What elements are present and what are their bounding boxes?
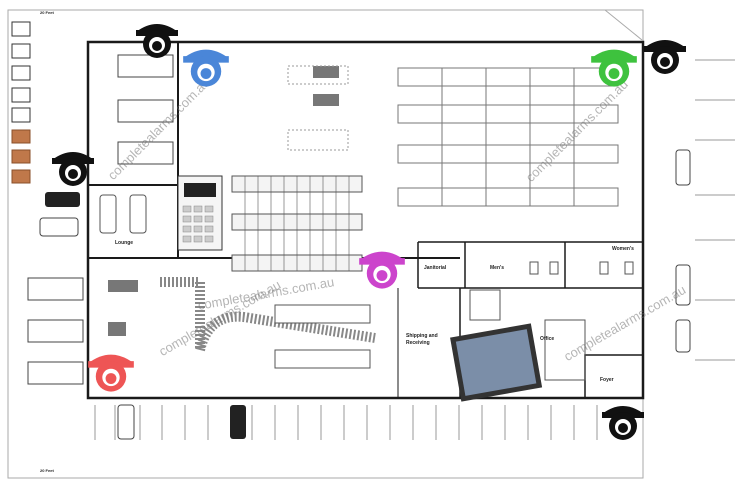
camera-dome-icon <box>359 251 405 289</box>
camera-dome-icon <box>602 406 644 440</box>
office-room <box>544 319 586 381</box>
toilet-fixtures <box>529 261 634 275</box>
camera-dome-icon <box>183 49 229 87</box>
room-label-foyer: Foyer <box>600 377 614 383</box>
scale-label-top: 20 Feet <box>40 10 54 15</box>
scale-label-bottom: 20 Feet <box>40 468 54 473</box>
camera-dome-icon <box>591 49 637 87</box>
parking-right <box>695 59 735 361</box>
camera-dome-icon <box>52 152 94 186</box>
conveyor <box>160 277 376 352</box>
room-label-janitorial: Janitorial <box>424 265 447 271</box>
car <box>45 192 80 207</box>
parking-bottom <box>94 405 598 440</box>
racks <box>397 67 619 207</box>
car <box>675 319 691 353</box>
truck-bays-top <box>117 54 174 165</box>
camera-dome-icon <box>136 24 178 58</box>
car <box>117 404 135 440</box>
work-tables <box>274 304 371 369</box>
truck-bays-bottom <box>27 277 84 385</box>
foyer-room <box>584 354 644 399</box>
car <box>675 264 691 306</box>
camera-dome-icon <box>88 354 134 392</box>
car <box>230 405 246 439</box>
parking-left <box>11 21 31 123</box>
pallet-outline <box>287 65 349 85</box>
pallet-stacks <box>108 66 339 336</box>
keypad-panel <box>177 175 223 251</box>
room-label-shipping: Shipping and Receiving <box>406 333 438 346</box>
pallets <box>11 129 31 184</box>
room-label-lounge: Lounge <box>115 240 134 246</box>
camera-dome-icon <box>644 40 686 74</box>
room-label-mens: Men's <box>490 265 504 271</box>
lot-boundary <box>7 9 644 479</box>
room-label-office: Office <box>540 336 555 342</box>
car <box>675 149 691 186</box>
pallet-outline <box>287 129 349 151</box>
stairs <box>469 289 501 321</box>
room-label-womens: Women's <box>612 246 634 252</box>
lounge-tables <box>99 194 147 234</box>
monitor-display <box>450 323 543 402</box>
car <box>39 217 79 237</box>
